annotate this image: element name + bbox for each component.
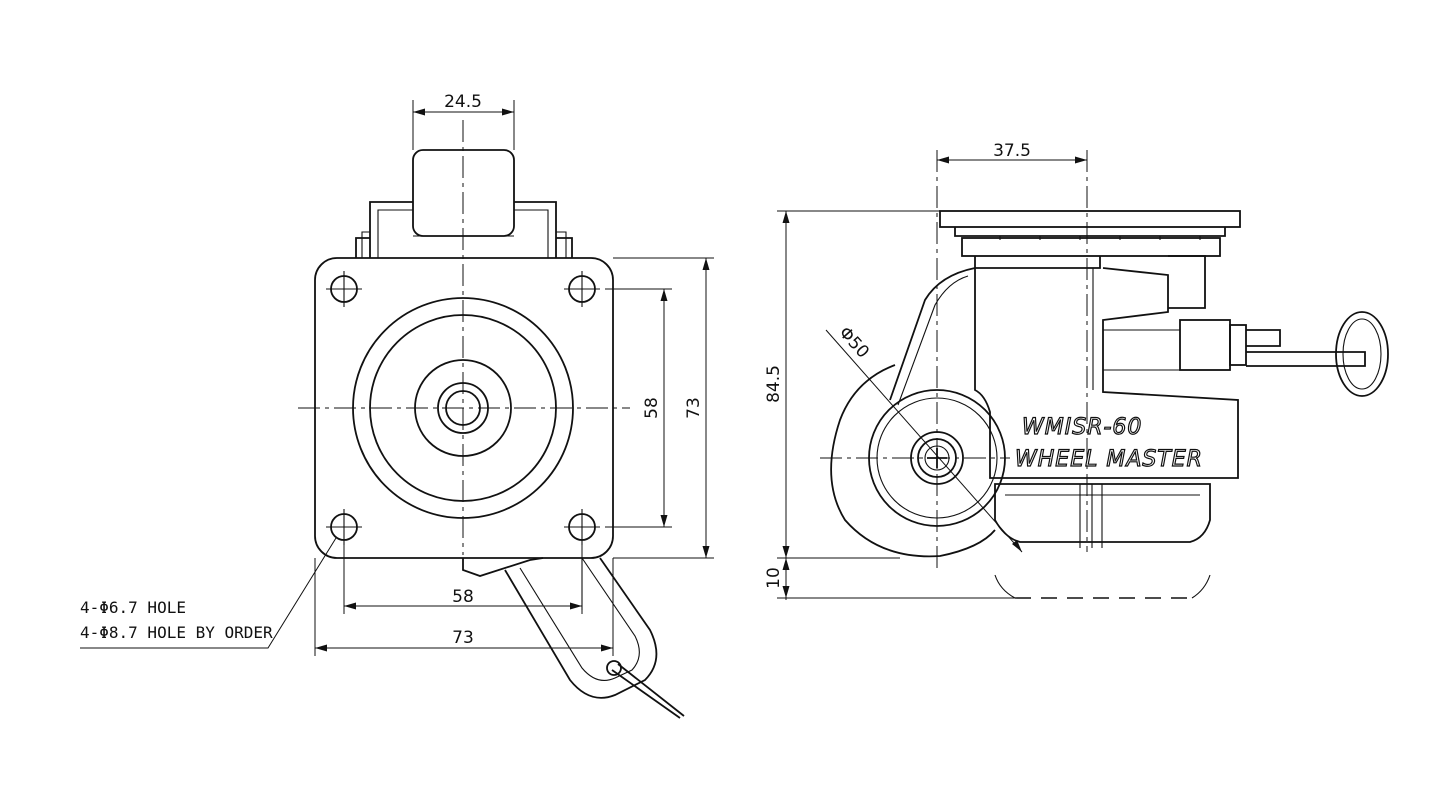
dim-width: 37.5 <box>937 141 1087 164</box>
housing <box>889 256 1389 479</box>
dim-label: 73 <box>452 628 474 648</box>
top-plate <box>939 210 1241 228</box>
dim-label: 73 <box>684 397 704 419</box>
hole-note-line-2: 4-Φ8.7 HOLE BY ORDER <box>80 623 273 642</box>
dim-label: 37.5 <box>993 141 1031 161</box>
dim-hole-horizontal: 58 <box>343 540 583 614</box>
hole-note-line-1: 4-Φ6.7 HOLE <box>80 598 186 617</box>
dim-hole-vertical: 58 <box>605 288 672 528</box>
model-label: WMISR-60 <box>1022 415 1142 440</box>
dim-plate-horizontal: 73 <box>314 558 614 656</box>
front-view: 24.5 58 73 58 <box>80 92 714 719</box>
top-mechanism <box>355 149 573 258</box>
dim-height: 84.5 <box>764 210 940 559</box>
dim-label: 58 <box>642 397 662 419</box>
foot-pad <box>994 483 1211 599</box>
lever-handle <box>462 557 685 719</box>
dim-label: 84.5 <box>764 365 784 403</box>
dim-top-width: 24.5 <box>412 92 515 150</box>
dim-lift: 10 <box>764 540 1015 600</box>
dim-label: 24.5 <box>444 92 482 112</box>
bolt-holes <box>326 271 600 545</box>
lever-knob <box>1335 311 1389 397</box>
brand-label: WHEEL MASTER <box>1015 447 1203 472</box>
dim-label: 58 <box>452 587 474 607</box>
dim-wheel-diameter: Φ50 <box>825 323 1023 553</box>
dim-label: Φ50 <box>835 323 873 362</box>
dim-plate-vertical: 73 <box>613 257 714 559</box>
swivel-plate <box>961 237 1221 257</box>
hole-note: 4-Φ6.7 HOLE 4-Φ8.7 HOLE BY ORDER <box>80 537 337 649</box>
side-view: WMISR-60 WHEEL MASTER 37.5 84.5 10 Φ <box>764 141 1389 600</box>
dim-label: 10 <box>764 567 784 589</box>
